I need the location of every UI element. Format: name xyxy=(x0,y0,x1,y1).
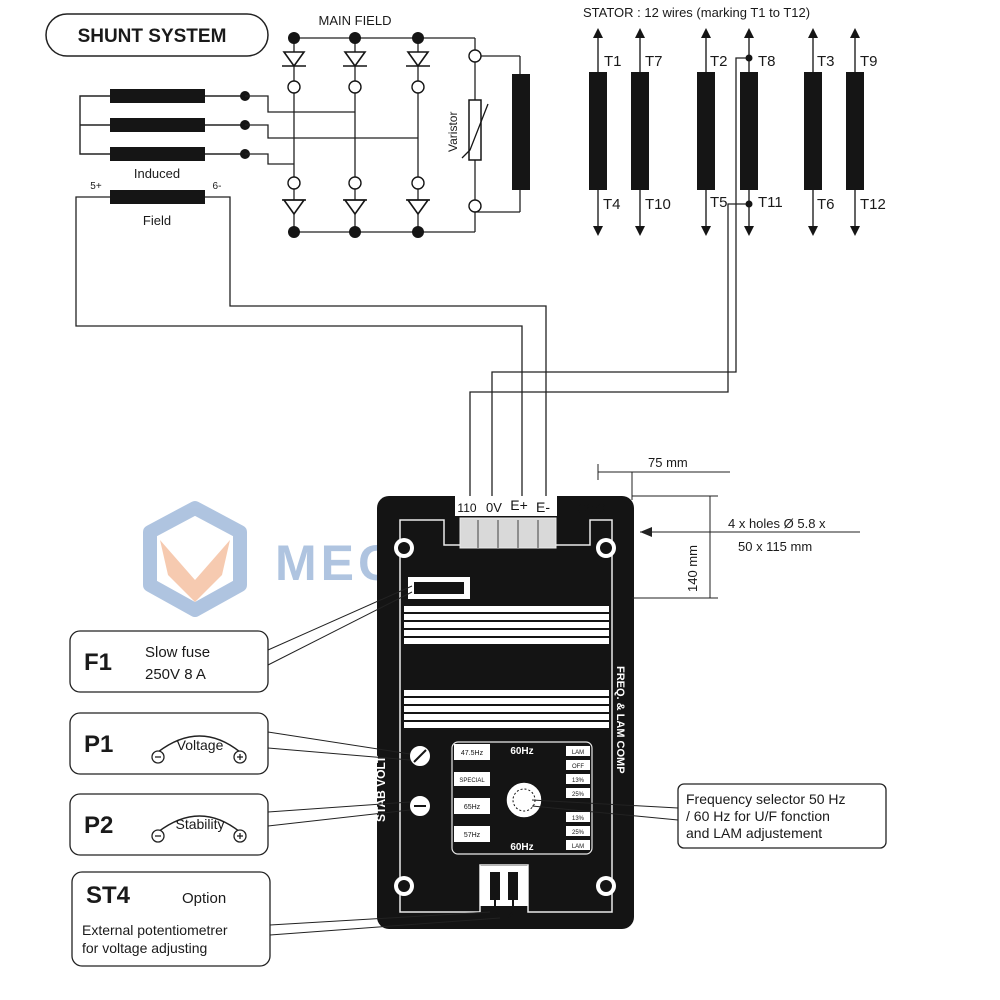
induced-label: Induced xyxy=(134,166,180,181)
selector-right-6: 25% xyxy=(572,830,585,836)
selector-top-label: 60Hz xyxy=(510,746,533,757)
title-badge: SHUNT SYSTEM xyxy=(45,13,269,57)
callout-p1-code: P1 xyxy=(84,731,113,758)
dimension-lines xyxy=(597,464,860,599)
callout-leaders xyxy=(267,585,679,936)
induced-coil-3 xyxy=(110,147,205,161)
induced-coil-1 xyxy=(110,89,205,103)
callout-p2-label: Stability xyxy=(175,816,224,832)
stator-coils xyxy=(589,72,864,190)
stator-label-t9: T9 xyxy=(860,53,878,70)
regulator-model: R250 xyxy=(572,500,606,516)
junction-dot xyxy=(745,200,753,208)
diodes-top xyxy=(282,51,430,68)
callout-st4-line2: for voltage adjusting xyxy=(82,940,207,956)
callout-freq-line3: and LAM adjustement xyxy=(686,825,822,841)
stator-label-t2: T2 xyxy=(710,53,728,70)
callout-f1-code: F1 xyxy=(84,649,112,676)
title-text: SHUNT SYSTEM xyxy=(78,26,227,47)
stator-label-t4: T4 xyxy=(603,196,621,213)
terminal-e-plus: E+ xyxy=(510,497,528,513)
dimension-holes-line2: 50 x 115 mm xyxy=(738,539,812,554)
dimension-width: 75 mm xyxy=(648,455,688,470)
stator-sense-wires xyxy=(469,57,749,502)
callout-st4-code: ST4 xyxy=(86,882,131,909)
selector-right-5: 13% xyxy=(572,816,585,822)
callout-p2-code: P2 xyxy=(84,812,113,839)
dimension-height: 140 mm xyxy=(685,545,700,592)
main-field-label: MAIN FIELD xyxy=(319,13,392,28)
callout-p1: P1 Voltage xyxy=(69,712,269,775)
dimension-arrow xyxy=(640,527,652,537)
selector-right-3: 13% xyxy=(572,778,585,784)
regulator-knobs-label: STAB VOLT xyxy=(374,755,388,822)
callout-f1-line2: 250V 8 A xyxy=(145,666,206,683)
selector-right-4: 25% xyxy=(572,792,585,798)
stator-arrows xyxy=(593,28,860,236)
watermark-logo xyxy=(143,501,247,617)
stator-label-t7: T7 xyxy=(645,53,663,70)
selector-bottom-label: 60Hz xyxy=(510,842,533,853)
field-minus-label: 6- xyxy=(213,181,222,192)
callout-f1: F1 Slow fuse 250V 8 A xyxy=(69,630,269,693)
regulator-side-label: FREQ. & LAM COMP xyxy=(614,666,626,774)
frequency-selector-dial[interactable] xyxy=(505,781,543,819)
terminal-e-minus: E- xyxy=(536,499,550,515)
stator-label-t5: T5 xyxy=(710,194,728,211)
stator-label-t12: T12 xyxy=(860,196,886,213)
callout-st4-option: Option xyxy=(182,890,226,907)
induced-coil-2 xyxy=(110,118,205,132)
junction-dot xyxy=(745,54,753,62)
bridge-nodes xyxy=(287,32,482,238)
stator-label-t6: T6 xyxy=(817,196,835,213)
callout-p1-label: Voltage xyxy=(177,737,224,753)
varistor xyxy=(461,99,489,161)
title-badge-outline xyxy=(45,13,269,57)
callout-p2: P2 Stability xyxy=(69,793,269,856)
callout-freq-line1: Frequency selector 50 Hz xyxy=(686,791,846,807)
stator-label-t8: T8 xyxy=(758,53,776,70)
stator-label-t1: T1 xyxy=(604,53,622,70)
selector-right-1: LAM xyxy=(572,750,584,756)
field-wires xyxy=(75,196,547,502)
selector-right-7: LAM xyxy=(572,844,584,850)
stator-leads xyxy=(597,36,856,228)
stator-label-t10: T10 xyxy=(645,196,671,213)
main-field-coil xyxy=(512,74,530,190)
field-label: Field xyxy=(143,213,171,228)
varistor-label: Varistor xyxy=(446,112,460,152)
induced-windings xyxy=(79,95,245,155)
dimension-holes-line1: 4 x holes Ø 5.8 x xyxy=(728,516,826,531)
selector-left-1: 47.5Hz xyxy=(461,750,484,757)
selector-left-3: 57Hz xyxy=(464,832,481,839)
stator-label-t11: T11 xyxy=(758,194,783,211)
diodes-bottom xyxy=(282,199,430,216)
callout-frequency-selector: Frequency selector 50 Hz / 60 Hz for U/F… xyxy=(677,783,887,849)
callout-f1-line1: Slow fuse xyxy=(145,644,210,661)
selector-left-2: 65Hz xyxy=(464,804,481,811)
callout-freq-line2: / 60 Hz for U/F fonction xyxy=(686,808,830,824)
callout-st4: ST4 Option External potentiometrer for v… xyxy=(71,871,271,967)
callout-st4-line1: External potentiometrer xyxy=(82,922,228,938)
field-plus-label: 5+ xyxy=(90,181,102,192)
stator-label-t3: T3 xyxy=(817,53,835,70)
selector-right-2: OFF xyxy=(572,764,584,770)
stator-label: STATOR : 12 wires (marking T1 to T12) xyxy=(583,5,810,20)
field-coil xyxy=(110,190,205,204)
regulator-panel xyxy=(377,496,634,929)
selector-left-special: SPECIAL xyxy=(459,778,485,784)
terminal-0v: 0V xyxy=(486,500,502,515)
terminal-110: 110 xyxy=(457,501,476,515)
